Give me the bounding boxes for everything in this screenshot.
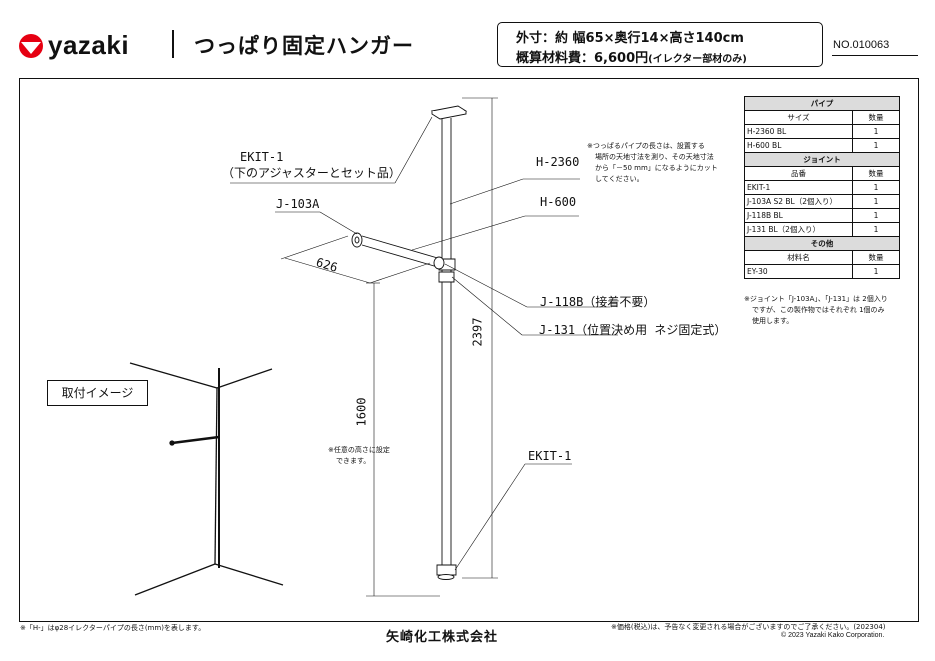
bottom-adjuster [436,564,457,576]
height-note: ※任意の高さに設定 できます。 [328,445,390,467]
parts-group-title: パイプ [744,96,900,111]
j103a-cap [351,232,363,248]
label-j118b: J-118B（接着不要） [540,295,656,309]
yazaki-logo-icon [19,33,43,58]
brand-logo: yazaki [18,30,129,61]
label-h2360: H-2360 [536,155,580,169]
horizontal-arm-top [361,235,442,260]
label-ekit1-bottom: EKIT-1 [528,449,572,463]
height-note-line: できます。 [336,457,371,465]
pipe-length-note: ※つっぱるパイプの長さは、設置する 場所の天地寸法を測り、その天地寸法 から「－… [587,141,718,185]
brand-name: yazaki [48,30,130,60]
drawing-frame [19,78,919,622]
page-title: つっぱり固定ハンガー [194,34,414,58]
part-qty: 1 [852,264,900,279]
table-row: J-131 BL（2個入り）1 [744,222,900,237]
label-ekit1-top-sub: （下のアジャスターとセット品） [222,166,401,180]
joint-note: ※ジョイント「J-103A」、「J-131」は 2個入り ですが、この製作物では… [744,294,919,327]
title-separator [172,30,174,58]
document-number-underline [832,55,918,56]
install-image-sketch [129,362,284,596]
label-ekit1-top: EKIT-1 [240,150,284,164]
joint-note-line: ※ジョイント「J-103A」、「J-131」は 2個入り [744,295,888,303]
pipe-note-line: から「－50 mm」になるようにカット [595,164,718,172]
spec-cost: 概算材料費：6,600円(イレクター部材のみ) [516,47,747,66]
footer-price-note: ※価格(税込)は、予告なく変更される場合がございますのでご了承ください。(202… [611,623,886,631]
pipe-note-line: してください。 [595,175,644,183]
joint-note-line: ですが、この製作物ではそれぞれ 1個のみ [752,306,885,314]
pipe-note-line: 場所の天地寸法を測り、その天地寸法 [595,153,714,161]
dim-626-line [284,257,371,284]
spec-box: 外寸：約 幅65×奥行14×高さ140cm 概算材料費：6,600円(イレクター… [497,22,823,67]
height-note-line: ※任意の高さに設定 [328,446,390,454]
footer-copyright: © 2023 Yazaki Kako Corporation. [781,632,885,639]
joint-note-line: 使用します。 [752,317,794,325]
document-number: NO.010063 [833,39,890,51]
pipe-note-line: ※つっぱるパイプの長さは、設置する [587,142,705,150]
footer-company: 矢崎化工株式会社 [386,630,499,645]
footer-pipe-note: ※「H-」はφ28イレクターパイプの長さ(mm)を表します。 [20,624,206,632]
label-j103a: J-103A [276,197,320,211]
spec-dimensions: 外寸：約 幅65×奥行14×高さ140cm [516,31,744,46]
dim-2397-label: 2397 [470,317,485,347]
spec-cost-note: (イレクター部材のみ) [648,54,747,65]
spec-cost-main: 概算材料費：6,600円 [516,51,649,66]
label-h600: H-600 [540,195,577,209]
horizontal-arm-bottom [361,244,442,269]
label-j131: J-131（位置決め用 ネジ固定式） [539,323,727,337]
install-image-label: 取付イメージ [47,380,148,406]
dim-1600-label: 1600 [354,397,369,427]
